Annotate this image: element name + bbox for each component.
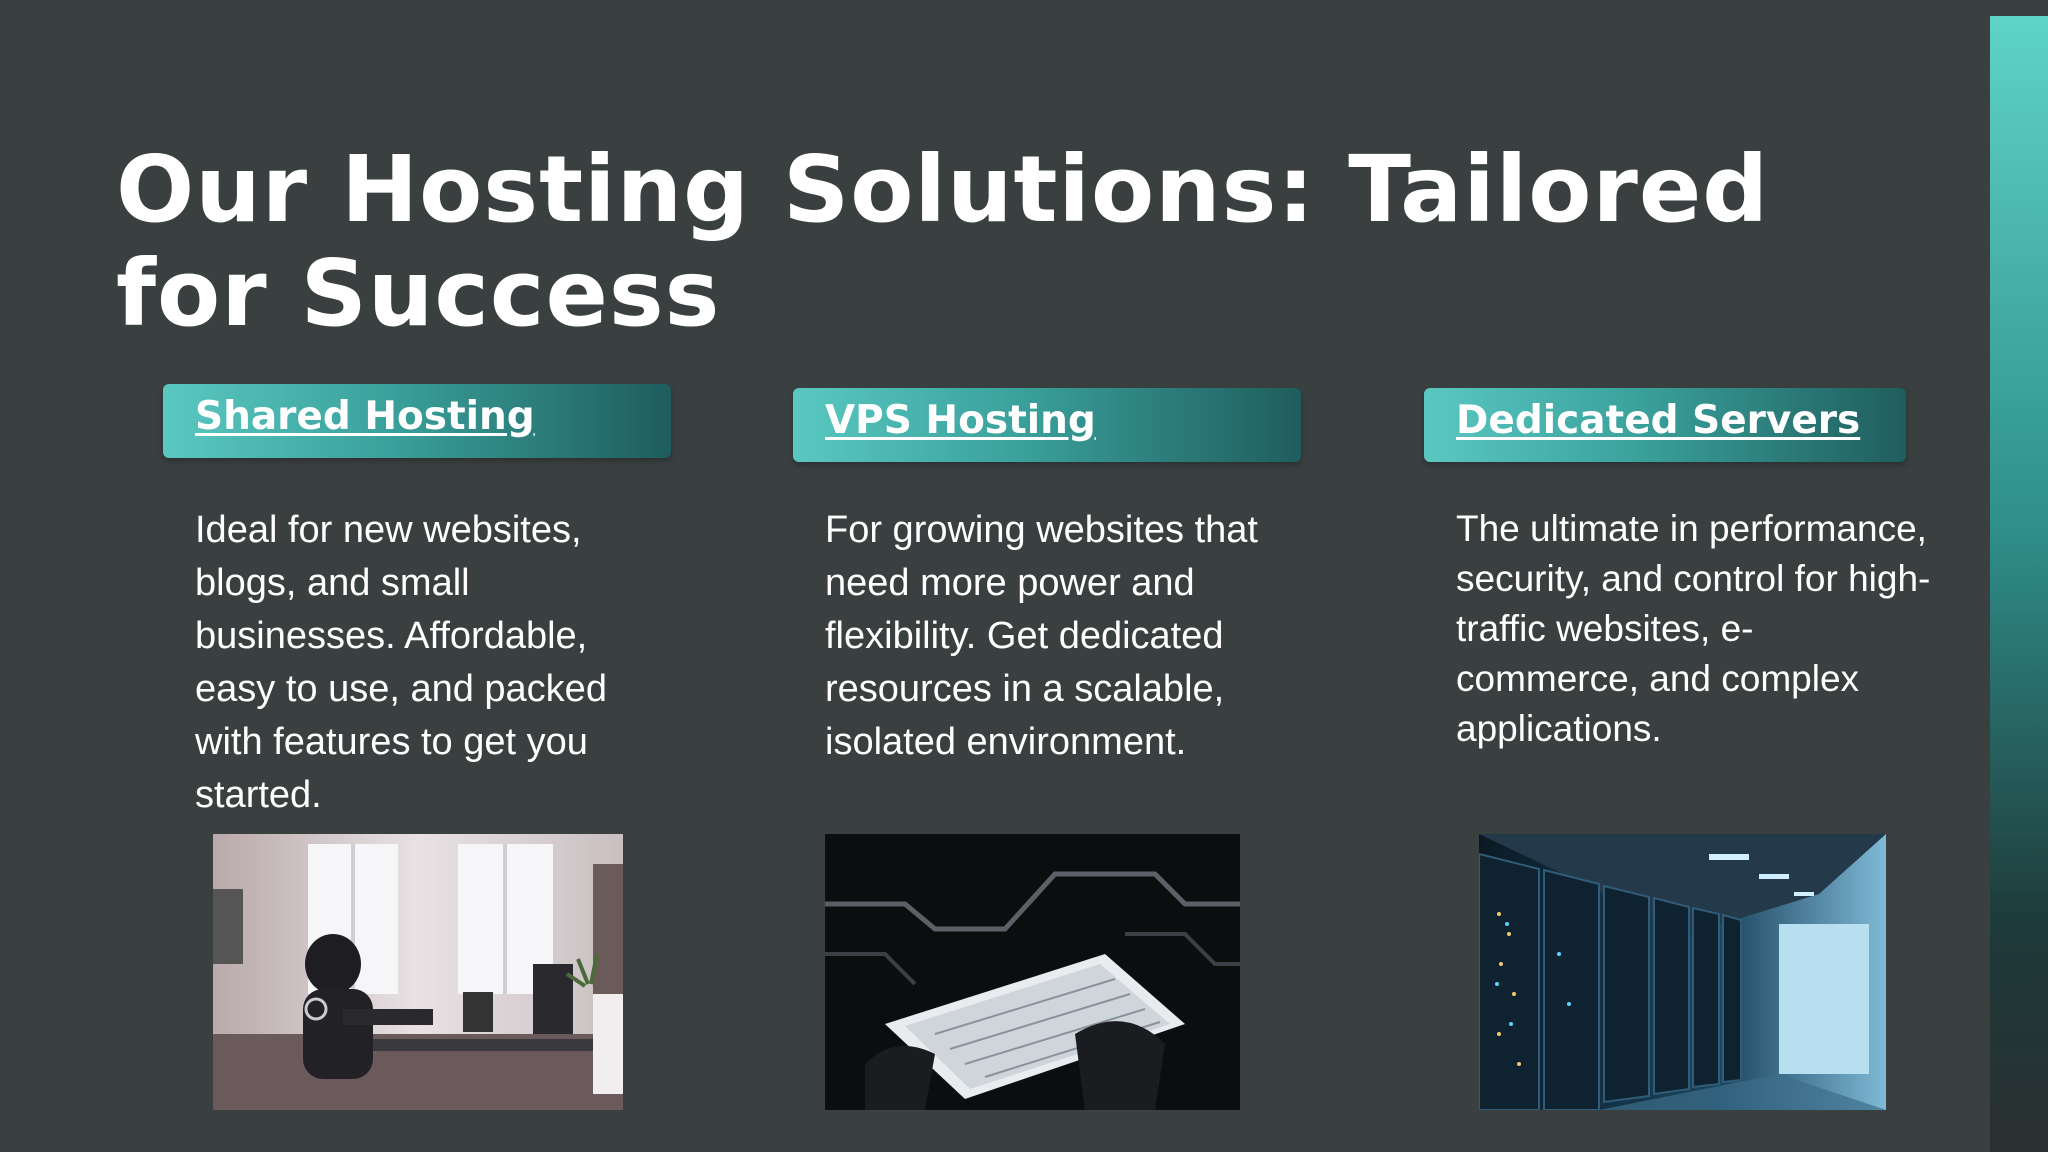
dedicated-servers-tab[interactable]: Dedicated Servers [1424,388,1906,462]
dedicated-servers-link[interactable]: Dedicated Servers [1456,398,1861,443]
vps-hosting-link[interactable]: VPS Hosting [825,398,1096,443]
vps-hosting-tab[interactable]: VPS Hosting [793,388,1301,462]
slide-title: Our Hosting Solutions: Tailored for Succ… [116,136,1770,347]
shared-hosting-link[interactable]: Shared Hosting [195,394,535,439]
decorative-accent-bar [1990,16,2048,1152]
hands-holding-tablet-circuit-image [825,834,1240,1110]
shared-hosting-description: Ideal for new websites, blogs, and small… [195,509,607,816]
dedicated-servers-description: The ultimate in performance, security, a… [1456,508,1931,749]
robot-at-desk-office-image [213,834,623,1110]
shared-hosting-tab[interactable]: Shared Hosting [163,384,671,458]
vps-hosting-description: For growing websites that need more powe… [825,509,1258,763]
server-room-racks-image [1479,834,1886,1110]
